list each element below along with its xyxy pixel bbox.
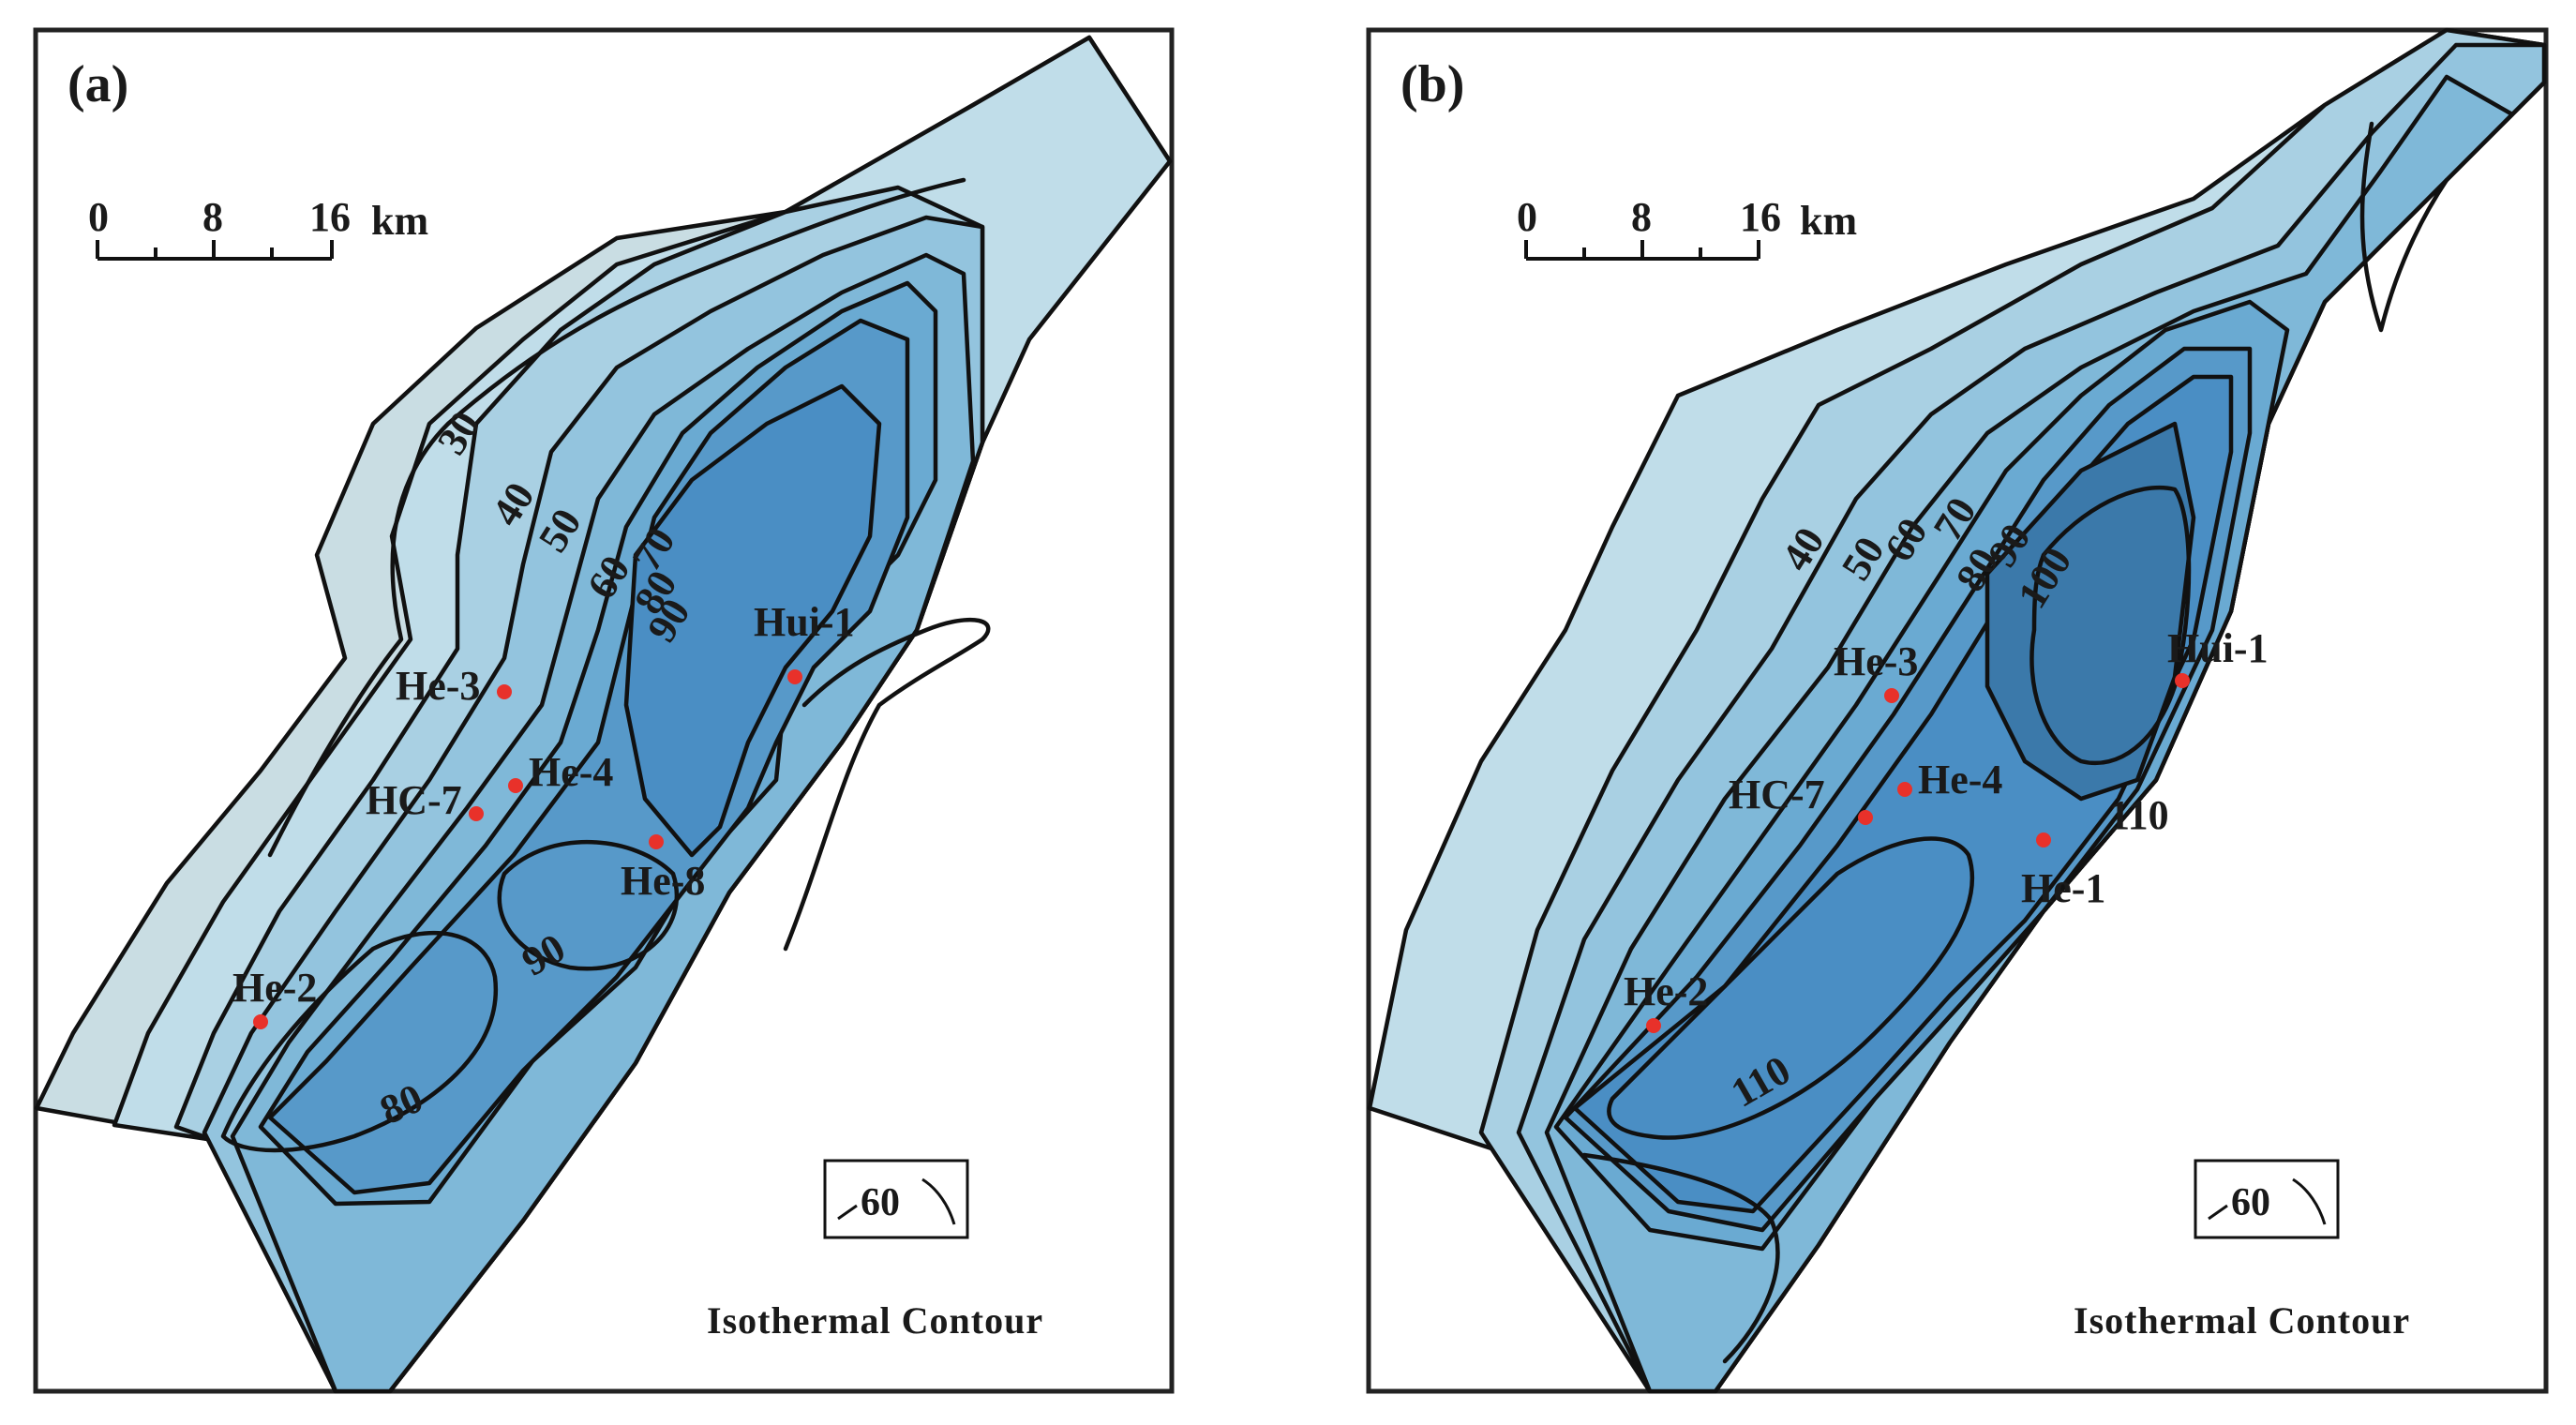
scale-tick-8: 8 (1631, 194, 1652, 240)
panel-a-wells: He-3 HC-7 He-4 Hui-1 He-8 He-2 (232, 599, 855, 1029)
well-label: HC-7 (366, 777, 462, 823)
well-marker (1646, 1018, 1661, 1033)
scale-tick-0: 0 (1517, 194, 1537, 240)
panel-a-contour-lines (220, 177, 991, 1153)
well-marker (253, 1014, 268, 1029)
panel-b-well-he-1: He-1 (2021, 832, 2105, 911)
scale-tick-0: 0 (88, 194, 109, 240)
well-marker (1897, 782, 1912, 797)
panel-b-wells: He-3 HC-7 He-4 Hui-1 He-1 He-2 (1624, 625, 2269, 1033)
panel-b-label: (b) (1400, 55, 1464, 113)
well-label: He-2 (232, 965, 317, 1011)
legend-value: 60 (861, 1181, 900, 1224)
panel-b-contour-east-b (2359, 121, 2449, 333)
panel-a-contour-east-a (783, 637, 985, 952)
panel-a-label: (a) (67, 55, 128, 113)
panel-a-well-hui-1: Hui-1 (754, 599, 855, 684)
well-marker (1858, 810, 1873, 825)
well-marker (508, 778, 523, 793)
panel-a-contour-30 (267, 177, 966, 858)
scale-bar-line (1524, 240, 1760, 261)
panel-b-contour-lines (1581, 121, 2449, 1364)
panel-b-well-he-4: He-4 (1897, 757, 2002, 802)
well-label: He-4 (1918, 757, 2002, 802)
panel-a-well-hc-7: HC-7 (366, 777, 484, 823)
panel-b-scale-bar: 0 8 16 km (1517, 194, 1857, 261)
panel-b-isotherm-layers (1367, 27, 2547, 1394)
legend-contour-symbol (2208, 1178, 2327, 1225)
panel-a-well-he-2: He-2 (232, 965, 317, 1029)
panel-a: (a) 30 40 50 60 70 80 90 (33, 27, 1175, 1394)
panel-a-well-he-4: He-4 (508, 749, 613, 795)
scale-bar-line (96, 240, 334, 261)
legend-contour-symbol (837, 1178, 956, 1225)
panel-a-contour-eastbranch (801, 617, 991, 708)
well-label: Hui-1 (2167, 625, 2269, 671)
well-label: HC-7 (1729, 772, 1825, 818)
well-label: He-3 (396, 663, 480, 709)
panel-b-well-hui-1: Hui-1 (2167, 625, 2269, 688)
scale-unit: km (1800, 198, 1857, 244)
panel-b-contour-110-south (1607, 836, 1975, 1140)
panel-b-well-he-2: He-2 (1624, 968, 1708, 1033)
scale-unit: km (371, 198, 428, 244)
panel-a-contour-90-south (497, 839, 680, 971)
well-label: He-4 (529, 749, 613, 795)
panel-b-well-hc-7: HC-7 (1729, 772, 1873, 825)
legend-value: 60 (2231, 1181, 2270, 1224)
well-marker (649, 834, 664, 849)
panel-a-legend: 60 Isothermal Contour (707, 1159, 1043, 1342)
scale-tick-16: 16 (1740, 194, 1781, 240)
panel-a-well-he-8: He-8 (621, 834, 705, 904)
panel-a-scale-bar: 0 8 16 km (88, 194, 428, 261)
well-marker (787, 669, 802, 684)
well-marker (2036, 832, 2051, 848)
well-label: He-8 (621, 858, 705, 904)
scale-tick-8: 8 (202, 194, 223, 240)
panel-b-legend: 60 Isothermal Contour (2074, 1159, 2410, 1342)
panel-b-contour-110-north (2029, 485, 2192, 766)
panel-a-contour-80-south (220, 930, 499, 1153)
panel-b-well-he-3: He-3 (1834, 638, 1918, 703)
well-marker (2175, 673, 2190, 688)
well-marker (1884, 688, 1899, 703)
panel-b-contour-fold-south (1581, 1152, 1780, 1364)
panel-b: (b) 40 50 60 70 80 90 100 110 110 (1366, 27, 2549, 1394)
scale-tick-16: 16 (309, 194, 351, 240)
well-label: He-3 (1834, 638, 1918, 684)
well-label: He-1 (2021, 865, 2105, 911)
well-label: Hui-1 (754, 599, 855, 645)
legend-caption: Isothermal Contour (2074, 1299, 2410, 1342)
panel-b-contour-label-110-north: 110 (2109, 792, 2169, 838)
well-marker (497, 684, 512, 699)
well-label: He-2 (1624, 968, 1708, 1014)
well-marker (469, 806, 484, 821)
legend-caption: Isothermal Contour (707, 1299, 1043, 1342)
panel-a-well-he-3: He-3 (396, 663, 512, 709)
panel-a-zone-90 (623, 383, 882, 858)
